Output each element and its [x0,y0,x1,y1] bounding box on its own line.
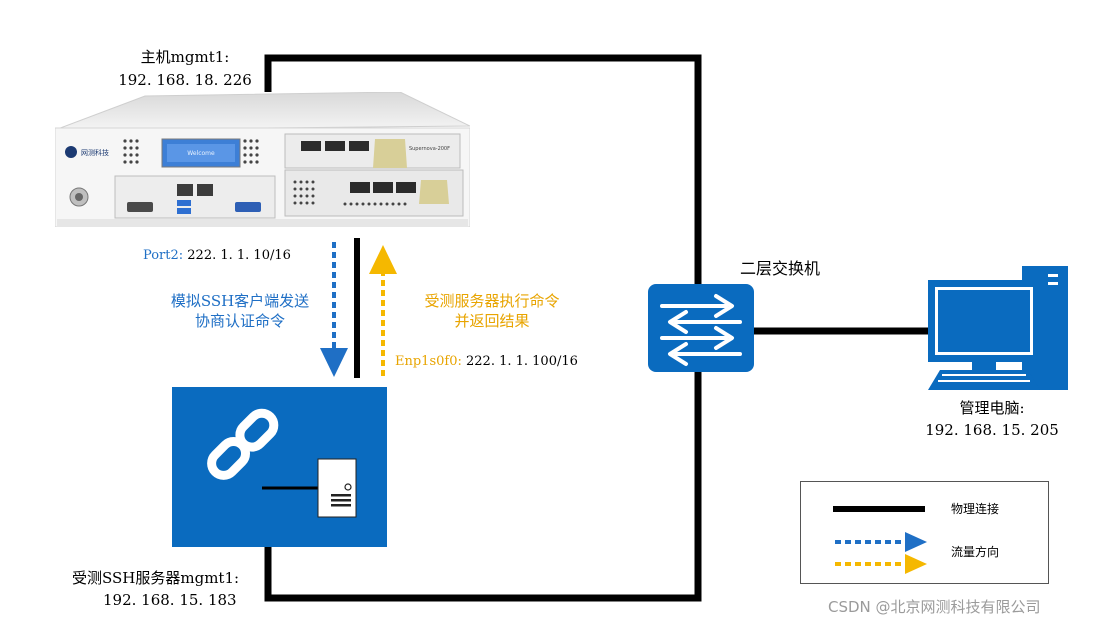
host-title: 主机mgmt1: [140,48,230,66]
switch-arrows-icon [660,294,742,366]
switch-label: 二层交换机 [740,259,821,278]
flow-arrow-down-head [320,348,348,377]
host-device-illustration: 网测科技 Welcome Supernova-200F [54,91,471,228]
enp-label-group: Enp1s0f0: 222. 1. 1. 100/16 [395,352,578,372]
switch-device [648,284,754,372]
ssh-server-illustration [207,408,357,518]
port2-label: Port2: [143,248,184,263]
legend-physical-line [833,506,925,512]
server-icon [317,458,357,518]
port2-ip: 222. 1. 1. 10/16 [187,248,291,263]
host-ip: 192. 168. 18. 226 [118,71,252,89]
pc-title: 管理电脑: [959,399,1025,417]
client-flow-line2: 协商认证命令 [194,312,285,330]
legend-flow-label: 流量方向 [951,545,1000,559]
legend-flow: 流量方向 [801,532,1048,574]
legend: 物理连接 流量方向 [800,481,1049,584]
lcd-text: Welcome [187,150,215,157]
watermark: CSDN @北京网测科技有限公司 [828,598,1041,616]
ssh-server-ip: 192. 168. 15. 183 [103,591,237,609]
host-model: Supernova-200F [409,146,450,152]
legend-physical: 物理连接 [801,497,1048,521]
client-flow-line1: 模拟SSH客户端发送 [170,292,310,310]
flow-arrow-up-head [369,245,397,274]
server-flow-line1: 受测服务器执行命令 [424,292,560,310]
legend-flow-arrows [835,532,927,574]
computer-icon [928,266,1068,390]
enp-label: Enp1s0f0: [395,354,462,369]
pc-ip: 192. 168. 15. 205 [925,421,1059,439]
host-device: 网测科技 Welcome Supernova-200F [54,91,471,228]
ssh-server-block [172,387,387,547]
link-icon [207,408,279,480]
enp-ip: 222. 1. 1. 100/16 [466,354,578,369]
ssh-server-title: 受测SSH服务器mgmt1: [72,569,240,587]
server-flow-line2: 并返回结果 [454,312,530,330]
host-brand: 网测科技 [81,148,109,157]
legend-physical-label: 物理连接 [951,502,1000,516]
port2-label-group: Port2: 222. 1. 1. 10/16 [143,246,291,266]
